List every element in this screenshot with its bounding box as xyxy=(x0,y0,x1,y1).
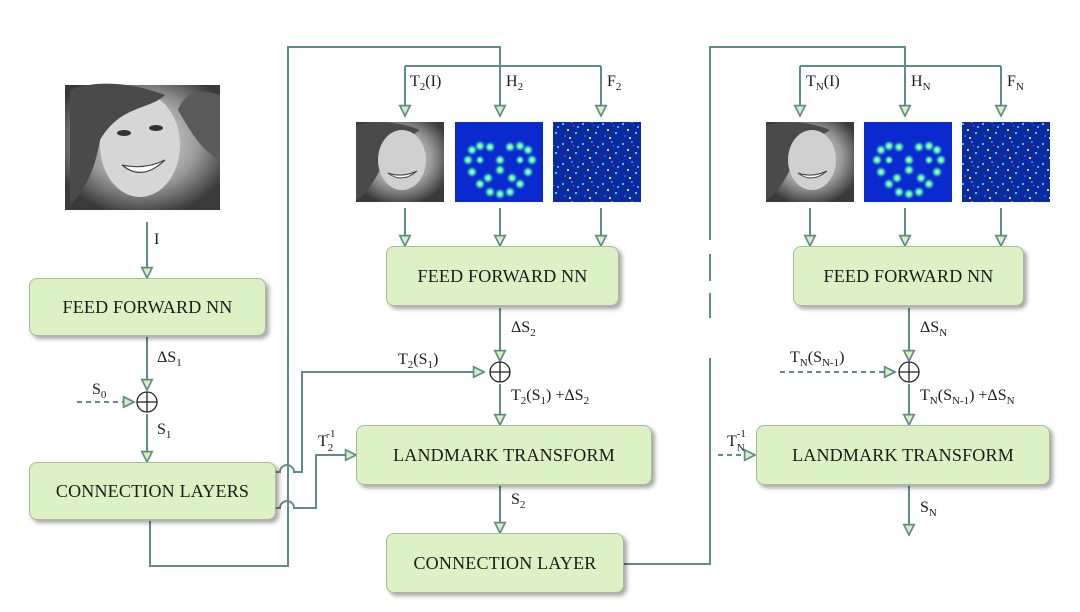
label-delta-s1: ΔS1 xyxy=(157,349,182,369)
feature-map xyxy=(962,122,1050,202)
face-crop xyxy=(356,122,444,202)
label-T2S1: T2(S1) xyxy=(398,351,438,371)
landmark-transform-2: LANDMARK TRANSFORM xyxy=(356,425,652,485)
heatmap xyxy=(864,122,952,202)
face-photo xyxy=(65,83,220,210)
connection-layer: CONNECTION LAYER xyxy=(386,533,624,593)
label-T2I: T2(I) xyxy=(410,73,441,93)
wire-conn-layer-to-N xyxy=(624,46,906,565)
sum-node-N xyxy=(898,361,920,383)
label-sumN-output: TN(SN-1) +ΔSN xyxy=(920,387,1015,407)
wire-conn-to-T2S1 xyxy=(276,372,484,473)
label-delta-sN: ΔSN xyxy=(920,319,947,339)
sum-node-2 xyxy=(489,361,511,383)
face-crop xyxy=(766,122,854,202)
label-TN-inverse: TN-1 xyxy=(727,428,746,454)
label-delta-s2: ΔS2 xyxy=(511,319,536,339)
label-TNI: TN(I) xyxy=(806,73,840,93)
label-sum2-output: T2(S1) +ΔS2 xyxy=(511,387,589,407)
label-FN: FN xyxy=(1007,73,1024,93)
label-H2: H2 xyxy=(506,73,523,93)
feed-forward-nn-2: FEED FORWARD NN xyxy=(386,246,619,306)
label-F2: F2 xyxy=(607,73,621,93)
landmark-transform-N: LANDMARK TRANSFORM xyxy=(756,425,1050,485)
feed-forward-nn-1: FEED FORWARD NN xyxy=(29,278,266,336)
label-HN: HN xyxy=(911,73,931,93)
label-I: I xyxy=(154,231,159,248)
heatmap xyxy=(455,122,543,202)
label-s2: S2 xyxy=(511,491,525,511)
sum-node-1 xyxy=(136,391,158,413)
label-T2-inverse: T2-1 xyxy=(318,428,335,454)
label-sN: SN xyxy=(920,499,937,519)
feature-map xyxy=(553,122,641,202)
feed-forward-nn-N: FEED FORWARD NN xyxy=(793,246,1024,306)
label-s1: S1 xyxy=(157,421,171,441)
wire-conn-to-T2inv xyxy=(276,455,356,509)
wire-conn-to-top xyxy=(149,46,501,567)
label-s0: S0 xyxy=(92,381,107,401)
connection-layers: CONNECTION LAYERS xyxy=(29,462,276,520)
label-TNS: TN(SN-1) xyxy=(790,349,844,369)
